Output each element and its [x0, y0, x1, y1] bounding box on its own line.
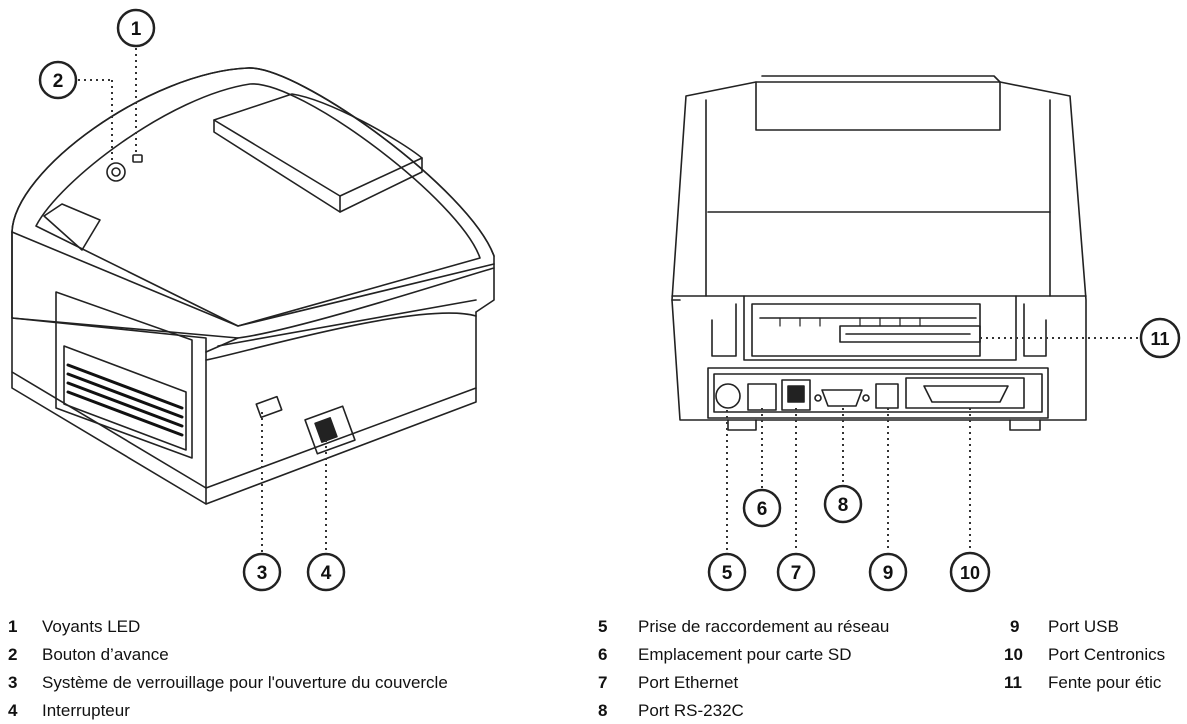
callout-11: 11 — [1139, 317, 1181, 359]
legend-label: Emplacement pour carte SD — [638, 645, 852, 664]
legend-label: Bouton d’avance — [42, 645, 169, 664]
legend-label: Interrupteur — [42, 701, 130, 720]
callout-9: 9 — [868, 552, 908, 592]
svg-text:1: 1 — [131, 19, 142, 40]
legend-label: Prise de raccordement au réseau — [638, 617, 890, 636]
legend-number: 2 — [8, 645, 18, 664]
svg-text:4: 4 — [321, 563, 332, 584]
legend-label: Port RS-232C — [638, 701, 744, 720]
svg-text:10: 10 — [960, 563, 980, 583]
legend-number: 9 — [1010, 617, 1020, 636]
legend-label: Port Centronics — [1048, 645, 1166, 664]
legend-number: 11 — [1004, 673, 1022, 692]
legend-label: Port Ethernet — [638, 673, 739, 692]
legend-item-9: 9 Port USB — [1004, 614, 1187, 640]
callouts: 1 2 3 4 5 6 7 8 9 10 11 — [38, 8, 1181, 593]
callout-2: 2 — [38, 60, 78, 100]
legend-label: Système de verrouillage pour l'ouverture… — [42, 673, 448, 692]
svg-text:11: 11 — [1150, 329, 1169, 349]
leader-lines — [78, 48, 1140, 552]
callout-5: 5 — [707, 552, 747, 592]
legend-number: 4 — [8, 701, 18, 720]
svg-text:5: 5 — [722, 563, 733, 584]
callout-8: 8 — [823, 484, 863, 524]
legend-number: 5 — [598, 617, 608, 636]
callout-3: 3 — [242, 552, 282, 592]
legend-item-11: 11 Fente pour étic — [1004, 670, 1187, 696]
legend-number: 6 — [598, 645, 608, 664]
legend-number: 7 — [598, 673, 608, 692]
legend: 1 Voyants LED 2 Bouton d’avance 3 Systèm… — [8, 614, 1187, 723]
legend-number: 1 — [8, 617, 18, 636]
callout-6: 6 — [742, 488, 782, 528]
svg-text:9: 9 — [883, 563, 894, 584]
callout-4: 4 — [306, 552, 346, 592]
legend-number: 3 — [8, 673, 18, 692]
legend-label: Fente pour étic — [1048, 673, 1162, 692]
legend-label: Voyants LED — [42, 617, 141, 636]
svg-text:8: 8 — [838, 495, 849, 516]
legend-item-10: 10 Port Centronics — [1004, 642, 1187, 668]
printer-rear-view — [671, 75, 1087, 431]
callout-7: 7 — [776, 552, 816, 592]
callout-1: 1 — [116, 8, 156, 48]
svg-text:7: 7 — [791, 563, 802, 584]
legend-number: 10 — [1004, 645, 1023, 664]
legend-number: 8 — [598, 701, 608, 720]
callout-10: 10 — [949, 551, 991, 593]
printer-front-view — [11, 67, 495, 505]
legend-label: Port USB — [1048, 617, 1119, 636]
svg-text:6: 6 — [757, 499, 768, 520]
svg-text:3: 3 — [257, 563, 268, 584]
svg-text:2: 2 — [53, 71, 64, 92]
